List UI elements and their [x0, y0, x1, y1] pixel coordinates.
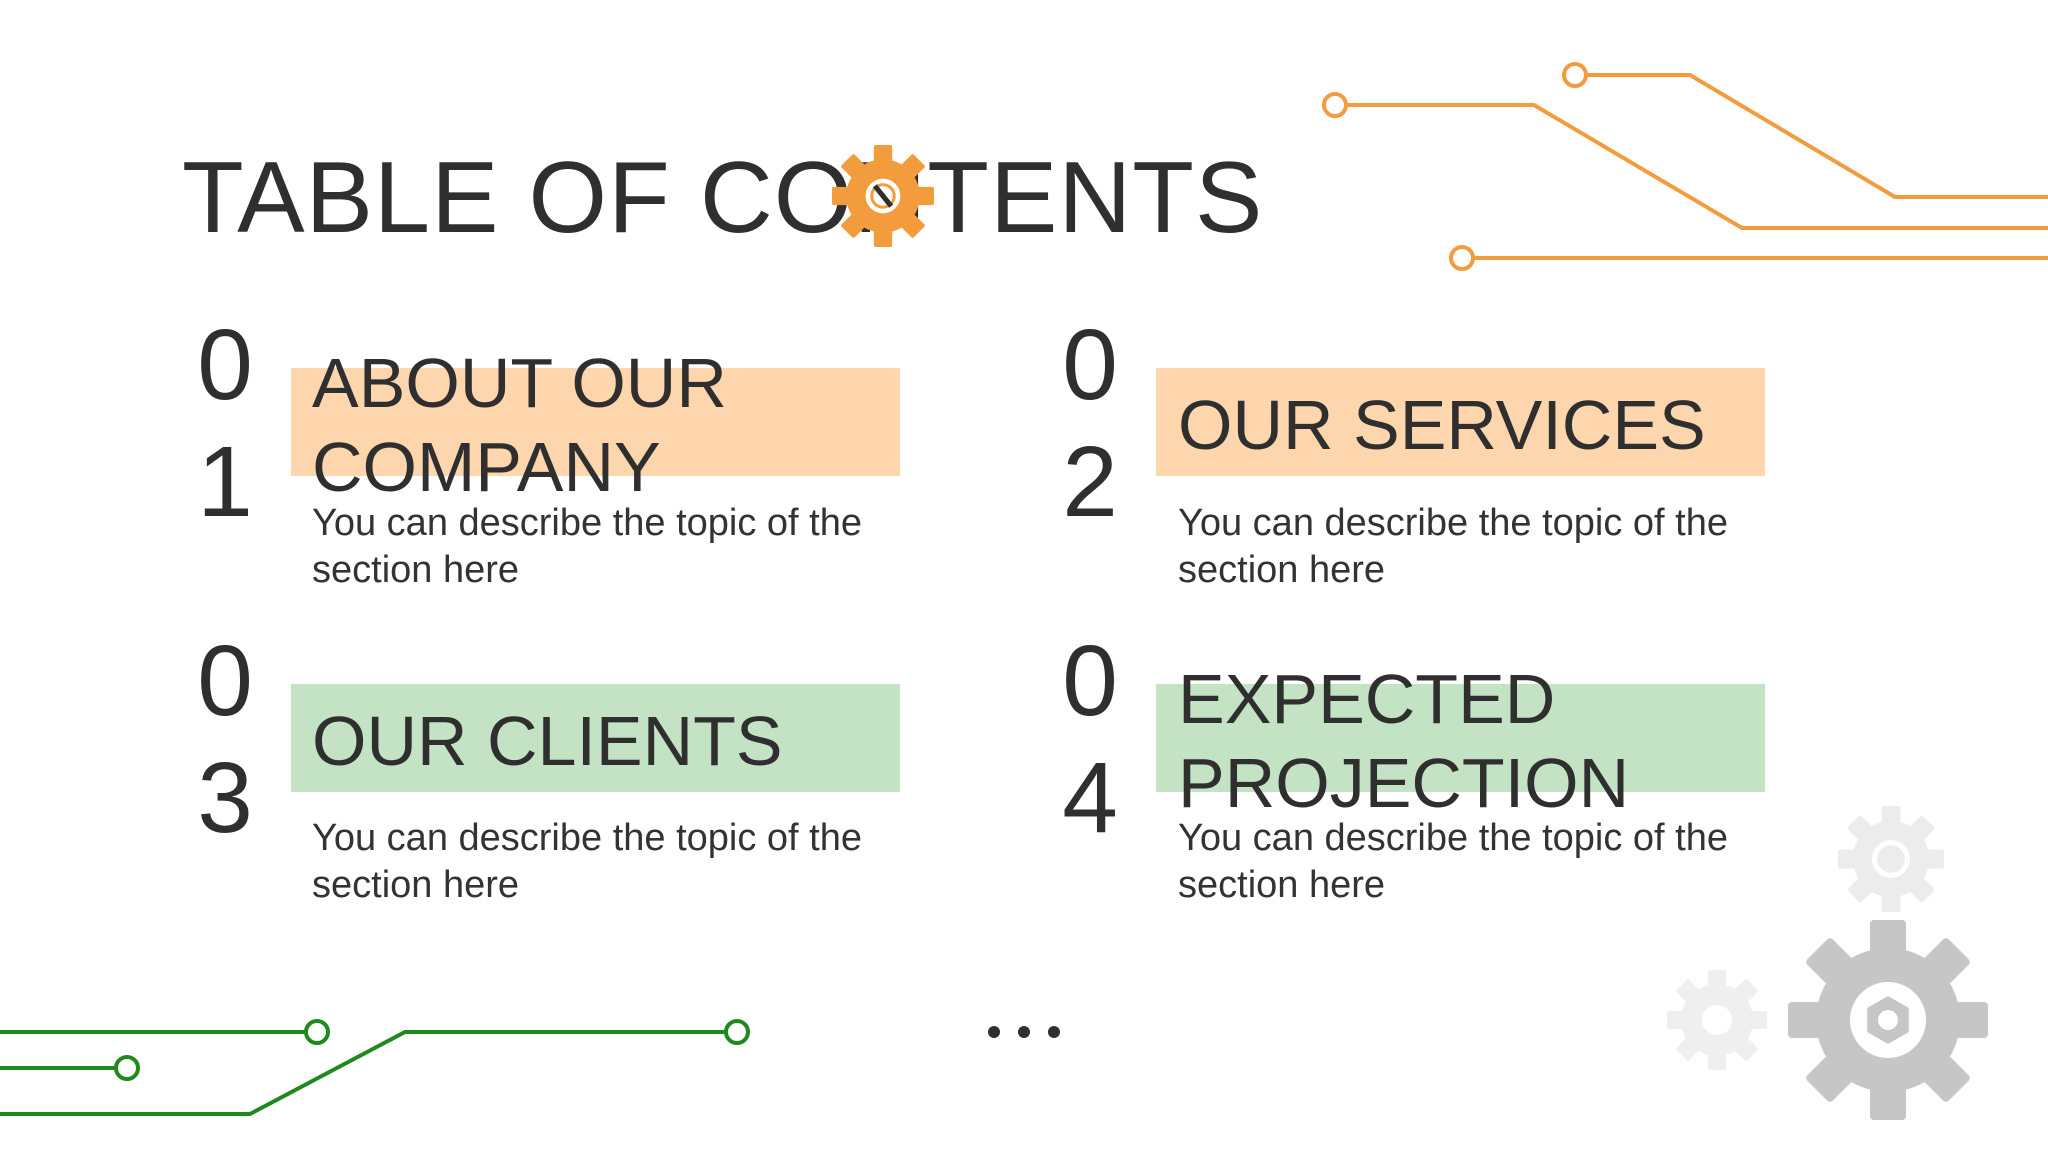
gear-icon	[1667, 970, 1767, 1070]
section-4-number-bottom: 4	[1062, 742, 1118, 854]
section-3-title: OUR CLIENTS	[312, 702, 783, 780]
gear-icon	[1838, 806, 1944, 912]
green-circuit-lines	[0, 1019, 750, 1116]
section-4-title-line1: EXPECTED	[1178, 660, 1556, 738]
section-2-title: OUR SERVICES	[1178, 386, 1706, 464]
section-3-highlight	[291, 684, 900, 792]
page-title: TABLE OF CONTENTS	[182, 142, 1264, 254]
section-4-highlight	[1156, 684, 1765, 792]
section-1-title-line2: COMPANY	[312, 428, 661, 506]
section-4-description: You can describe the topic of the sectio…	[1178, 817, 1728, 906]
section-4-number-top: 0	[1062, 625, 1118, 737]
section-1-title-line1: ABOUT OUR	[312, 344, 727, 422]
section-3-number-top: 0	[197, 625, 253, 737]
gear-icon	[832, 145, 934, 247]
section-1-description: You can describe the topic of the sectio…	[312, 502, 862, 591]
section-1-highlight	[291, 368, 900, 476]
section-1-number-top: 0	[197, 309, 253, 421]
more-dots-icon[interactable]: ...	[984, 1022, 1064, 1042]
section-2-description: You can describe the topic of the sectio…	[1178, 502, 1728, 591]
section-2-highlight	[1156, 368, 1765, 476]
section-2-number-bottom: 2	[1062, 426, 1118, 538]
orange-circuit-lines	[1322, 62, 2048, 271]
gear-icon	[1788, 920, 1988, 1120]
section-1-number-bottom: 1	[197, 426, 253, 538]
section-2-number-top: 0	[1062, 309, 1118, 421]
section-3-description: You can describe the topic of the sectio…	[312, 817, 862, 906]
section-4-title-line2: PROJECTION	[1178, 744, 1630, 822]
section-3-number-bottom: 3	[197, 742, 253, 854]
